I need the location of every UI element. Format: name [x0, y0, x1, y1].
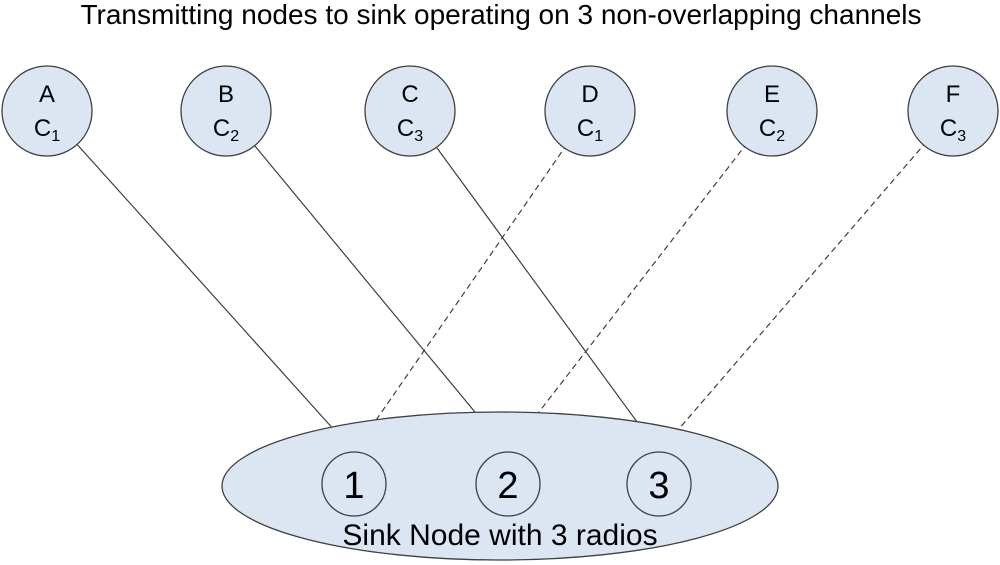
node-d-circle — [544, 65, 636, 157]
node-b-id: B — [218, 81, 234, 108]
sink-node-label: Sink Node with 3 radios — [342, 519, 657, 552]
node-a-id: A — [39, 81, 55, 108]
transmitter-node-c: C C3 — [364, 65, 456, 157]
radio-3-label: 3 — [648, 465, 669, 507]
node-b-channel: C2 — [213, 115, 239, 145]
sink-radio-1: 1 — [321, 451, 387, 517]
node-e-channel: C2 — [759, 115, 785, 145]
edge-f-to-radio3 — [658, 110, 954, 453]
edges-group — [46, 110, 954, 453]
radio-2-circle — [475, 451, 541, 517]
radio-1-circle — [321, 451, 387, 517]
node-f-id: F — [946, 81, 961, 108]
edge-e-to-radio2 — [507, 110, 773, 453]
node-a-channel: C1 — [34, 115, 60, 145]
edge-a-to-radio1 — [46, 110, 355, 453]
edge-c-to-radio3 — [409, 110, 660, 453]
edge-d-to-radio1 — [353, 110, 591, 453]
radio-1-label: 1 — [343, 465, 364, 507]
edge-b-to-radio2 — [225, 110, 509, 453]
node-f-channel: C3 — [940, 115, 966, 145]
node-e-id: E — [764, 81, 780, 108]
transmitter-node-b: B C2 — [180, 65, 272, 157]
transmitter-node-f: F C3 — [907, 65, 999, 157]
diagram-title: Transmitting nodes to sink operating on … — [80, 0, 921, 30]
transmitter-node-a: A C1 — [1, 65, 93, 157]
node-a-circle — [1, 65, 93, 157]
transmitter-node-e: E C2 — [726, 65, 818, 157]
node-e-circle — [726, 65, 818, 157]
node-c-channel: C3 — [397, 115, 423, 145]
node-b-circle — [180, 65, 272, 157]
transmitter-node-d: D C1 — [544, 65, 636, 157]
sink-radio-3: 3 — [626, 451, 692, 517]
node-d-channel: C1 — [577, 115, 603, 145]
node-c-id: C — [401, 81, 418, 108]
sink-radio-2: 2 — [475, 451, 541, 517]
node-c-circle — [364, 65, 456, 157]
node-d-id: D — [581, 81, 598, 108]
node-f-circle — [907, 65, 999, 157]
radio-2-label: 2 — [497, 465, 518, 507]
radio-3-circle — [626, 451, 692, 517]
